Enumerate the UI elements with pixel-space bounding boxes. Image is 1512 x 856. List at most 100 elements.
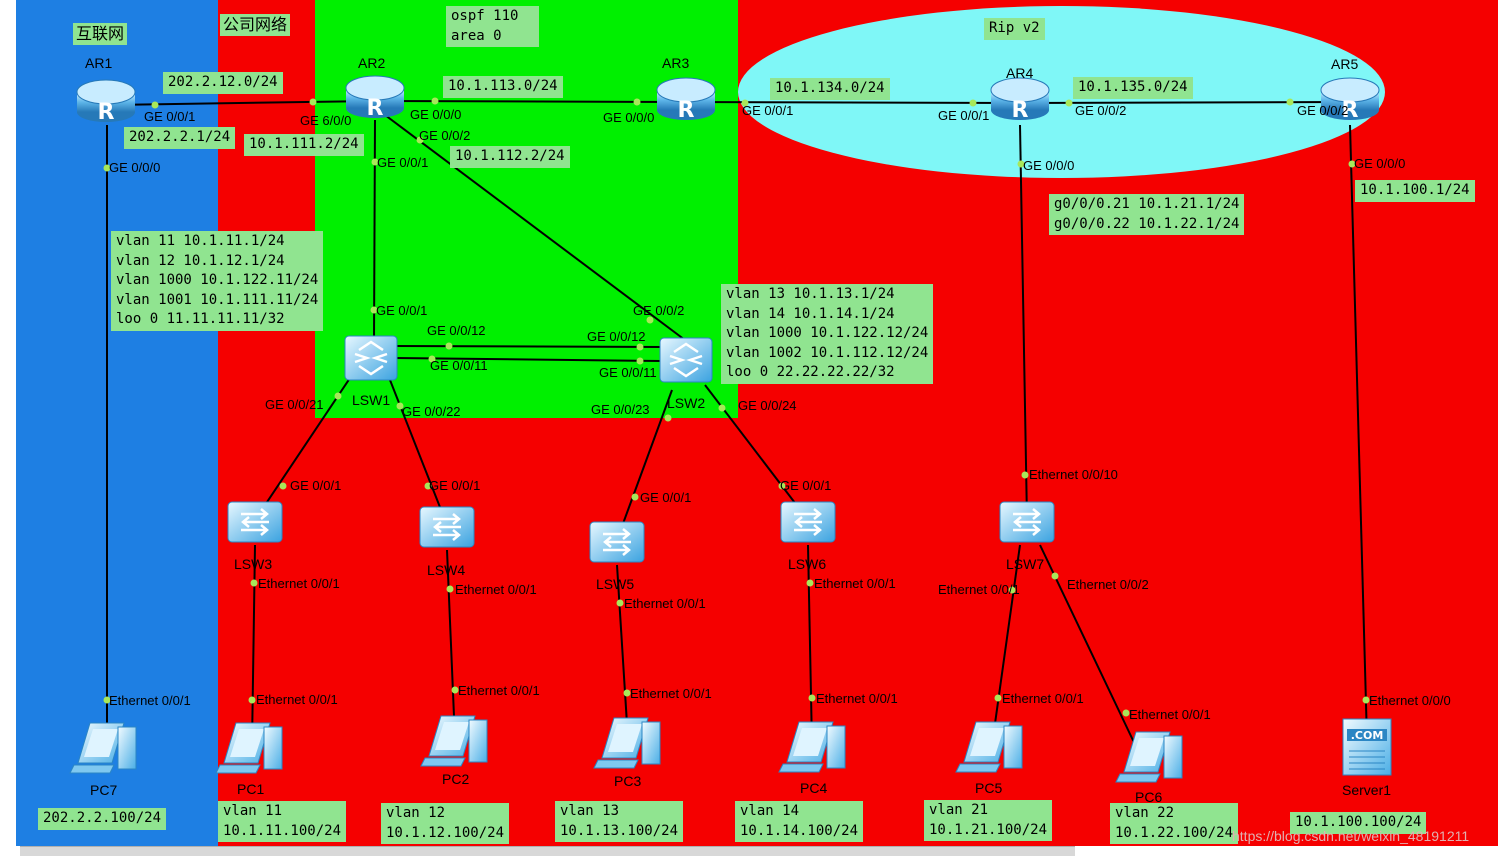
port-dot: [451, 686, 459, 694]
port-dot: [994, 694, 1002, 702]
switch-icon[interactable]: [998, 500, 1056, 544]
link-lsw7-pc6: [1039, 544, 1141, 756]
port-label: GE 0/0/1: [290, 478, 342, 493]
port-label: GE 0/0/0: [109, 160, 161, 175]
horizontal-scrollbar[interactable]: [20, 846, 1075, 856]
port-label: Ethernet 0/0/1: [630, 686, 712, 701]
device-name: PC1: [237, 781, 265, 797]
port-label: GE 0/0/2: [1075, 103, 1127, 118]
ip-label: 202.2.2.1/24: [124, 127, 236, 149]
link-lsw1-lsw4: [389, 379, 448, 526]
router-icon[interactable]: [76, 79, 136, 126]
link-ar2-lsw1: [373, 119, 376, 341]
pc-icon[interactable]: [778, 721, 846, 773]
ip-label: 10.1.111.2/24: [244, 134, 364, 156]
port-label: GE 0/0/2: [633, 303, 685, 318]
port-dot: [631, 493, 639, 501]
link-lsw3-pc1: [251, 544, 256, 746]
port-label: GE 0/0/1: [144, 109, 196, 124]
link-lsw4-pc2: [446, 549, 456, 741]
port-dot: [1051, 572, 1059, 580]
net-label: 10.1.134.0/24: [770, 78, 890, 100]
port-label: GE 0/0/1: [780, 478, 832, 493]
port-label: GE 0/0/12: [427, 323, 486, 338]
port-dot: [1348, 160, 1356, 168]
device-name: PC3: [614, 773, 642, 789]
port-dot: [416, 136, 424, 144]
zone-title-internet: 互联网: [73, 23, 128, 45]
device-name: LSW6: [788, 556, 827, 572]
router-icon[interactable]: [990, 77, 1050, 124]
link-lsw1-lsw2-b: [394, 357, 663, 362]
port-dot: [718, 404, 726, 412]
switch-icon[interactable]: [779, 500, 837, 544]
pc-icon[interactable]: [955, 721, 1023, 773]
port-label: GE 6/0/0: [300, 113, 352, 128]
core-switch-icon[interactable]: [343, 334, 399, 382]
port-label: GE 0/0/0: [410, 107, 462, 122]
pc-icon[interactable]: [1115, 731, 1183, 783]
port-dot: [103, 696, 111, 704]
net-label: 10.1.113.0/24: [443, 76, 563, 98]
port-label: GE 0/0/1: [376, 303, 428, 318]
port-label: GE 0/0/2: [419, 128, 471, 143]
port-label: GE 0/0/0: [1354, 156, 1406, 171]
device-name: AR2: [358, 55, 386, 71]
device-name: AR5: [1331, 56, 1359, 72]
device-name: PC5: [975, 780, 1003, 796]
core-switch-icon[interactable]: [658, 336, 714, 384]
port-label: Ethernet 0/0/1: [938, 582, 1020, 597]
port-label: Ethernet 0/0/1: [624, 596, 706, 611]
device-name: PC7: [90, 782, 118, 798]
switch-icon[interactable]: [226, 500, 284, 544]
config-label-pc2: vlan 12 10.1.12.100/24: [381, 803, 510, 844]
pc-icon[interactable]: [69, 722, 137, 774]
port-dot: [623, 689, 631, 697]
ip-label: 10.1.100.100/24: [1290, 812, 1427, 834]
ip-label: 202.2.2.100/24: [38, 808, 167, 830]
port-dot: [424, 482, 432, 490]
pc-icon[interactable]: [420, 715, 488, 767]
port-label: Ethernet 0/0/1: [109, 693, 191, 708]
link-lsw1-lsw2-a: [394, 345, 663, 348]
switch-icon[interactable]: [588, 520, 646, 564]
port-label: GE 0/0/11: [430, 358, 488, 373]
link-lsw6-pc4: [807, 544, 813, 746]
pc-icon[interactable]: [593, 717, 661, 769]
link-lsw7-pc5: [991, 544, 1021, 746]
port-label: GE 0/0/2: [1297, 103, 1349, 118]
port-dot: [250, 579, 258, 587]
port-dot: [1017, 160, 1025, 168]
port-label: GE 0/0/11: [599, 365, 657, 380]
port-dot: [806, 579, 814, 587]
config-label-lsw1: vlan 11 10.1.11.1/24 vlan 12 10.1.12.1/2…: [111, 231, 324, 331]
port-label: Ethernet 0/0/1: [814, 576, 896, 591]
device-name: AR4: [1006, 65, 1034, 81]
port-label: GE 0/0/0: [603, 110, 655, 125]
router-icon[interactable]: [656, 77, 716, 124]
port-label: Ethernet 0/0/2: [1067, 577, 1149, 592]
device-name: PC2: [442, 771, 470, 787]
server-icon[interactable]: [1342, 718, 1392, 776]
watermark-text: https://blog.csdn.net/weixin_48191211: [1232, 828, 1470, 844]
device-name: LSW7: [1006, 556, 1045, 572]
net-label: 10.1.135.0/24: [1073, 77, 1193, 99]
port-dot: [428, 355, 436, 363]
port-dot: [370, 306, 378, 314]
switch-icon[interactable]: [418, 505, 476, 549]
config-label-lsw2: vlan 13 10.1.13.1/24 vlan 14 10.1.14.1/2…: [721, 284, 934, 384]
zone-title-ospf: ospf 110 area 0: [446, 6, 539, 47]
port-dot: [778, 482, 786, 490]
pc-icon[interactable]: [215, 722, 283, 774]
device-name: LSW3: [234, 556, 273, 572]
link-ar4-ar5: [1019, 101, 1351, 104]
port-dot: [664, 414, 672, 422]
port-label: Ethernet 0/0/1: [458, 683, 540, 698]
router-icon[interactable]: [345, 75, 405, 122]
device-name: LSW1: [352, 392, 391, 408]
port-dot: [103, 164, 111, 172]
port-dot: [808, 694, 816, 702]
port-label: Ethernet 0/0/1: [816, 691, 898, 706]
